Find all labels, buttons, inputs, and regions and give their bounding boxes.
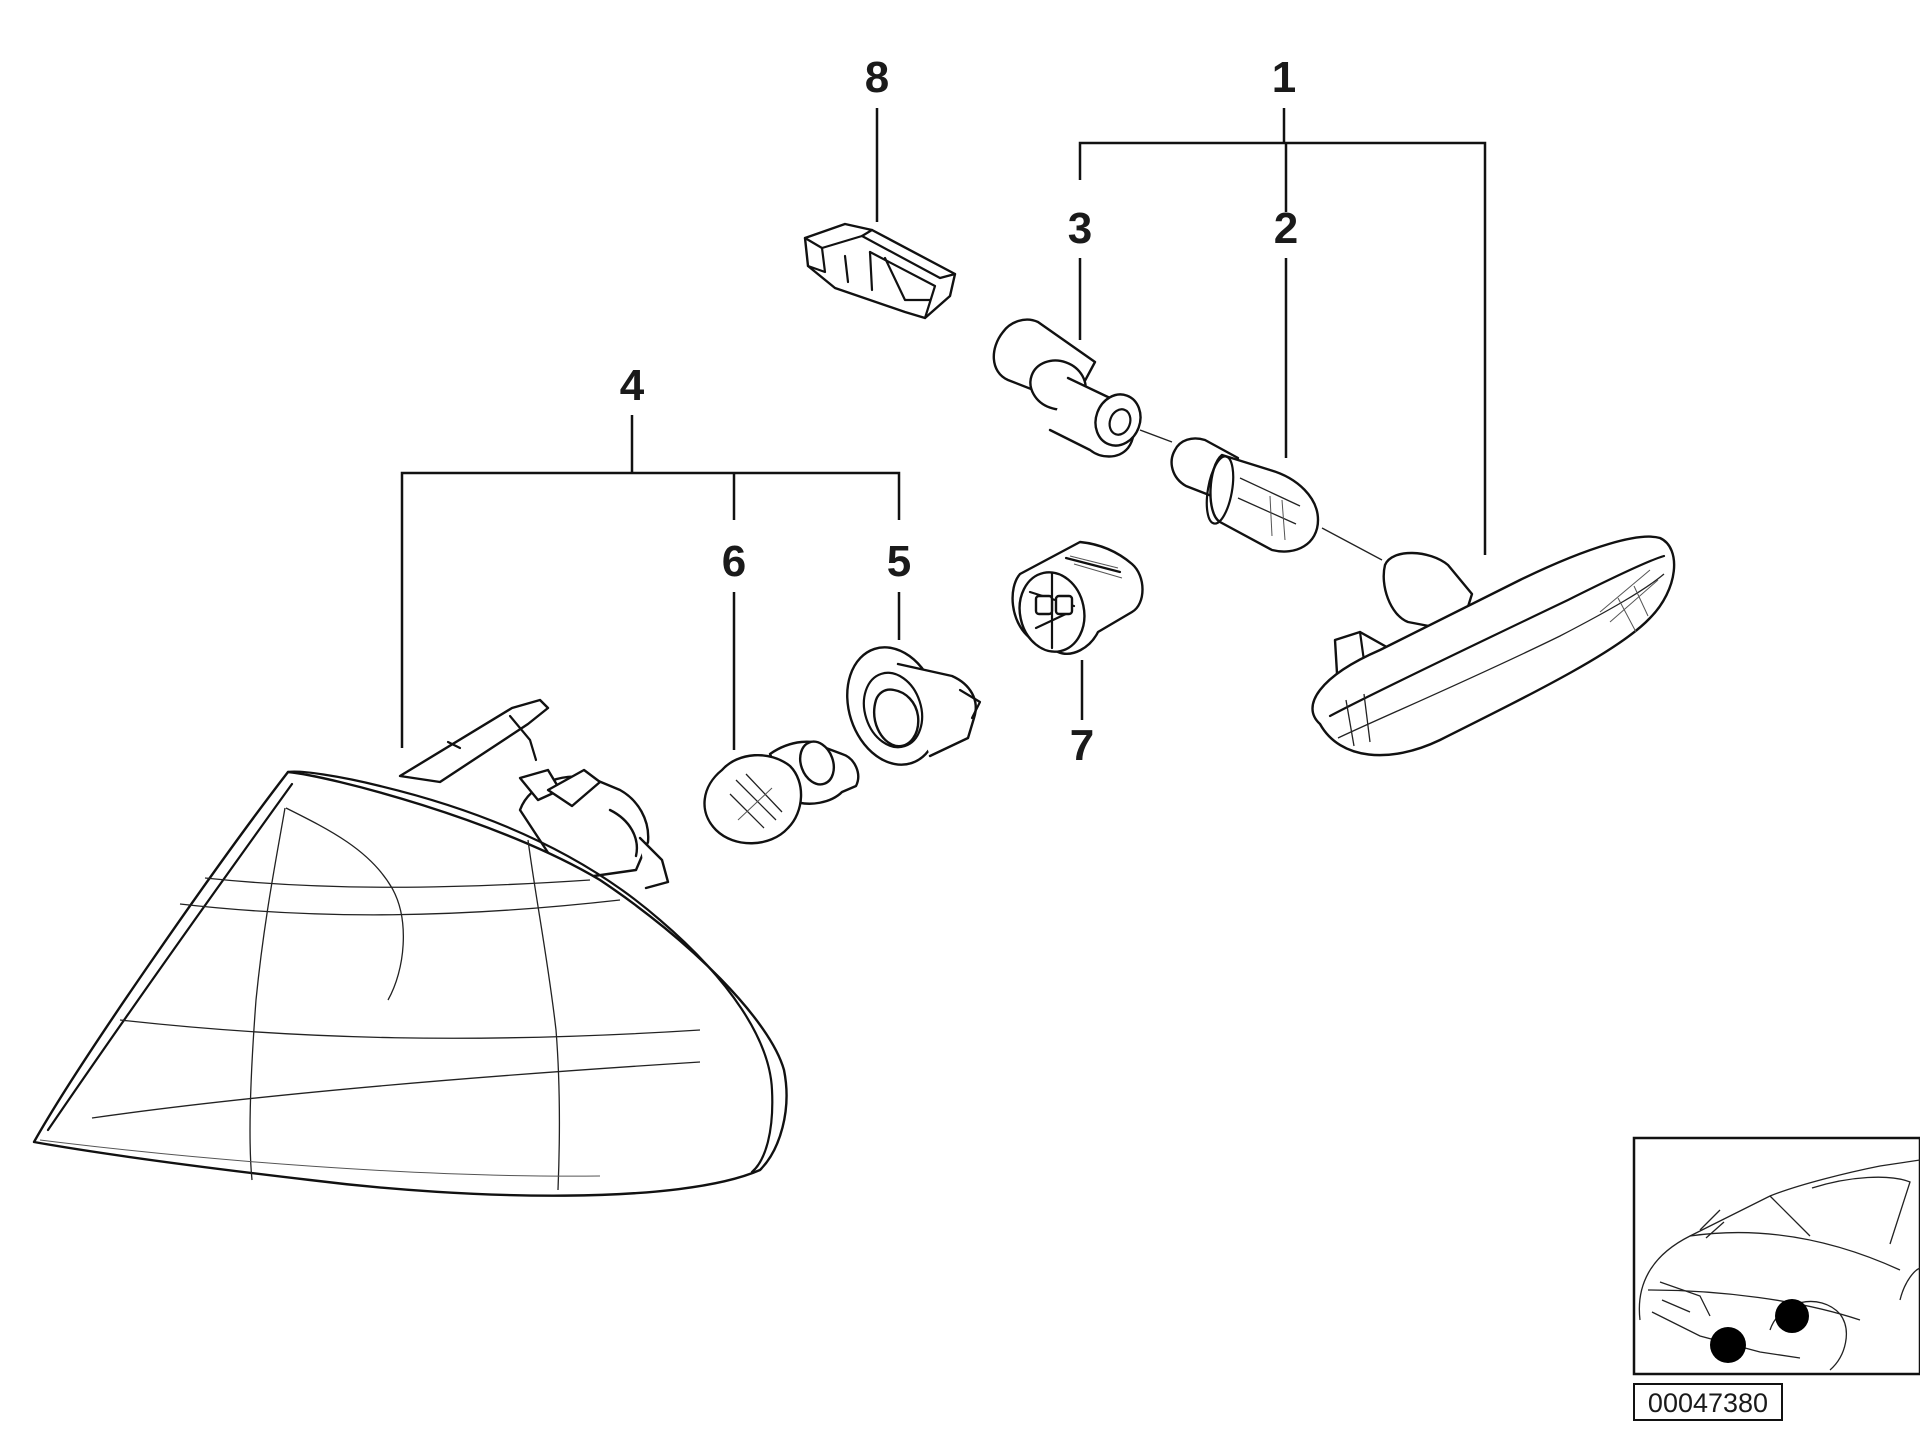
callout-7[interactable]: 7: [1070, 721, 1094, 770]
part-4-turn-signal-lamp[interactable]: [32, 698, 788, 1197]
callout-8[interactable]: 8: [865, 53, 889, 102]
part-6-bayonet-bulb[interactable]: [703, 737, 860, 845]
location-marker-side: [1775, 1299, 1809, 1333]
callout-3[interactable]: 3: [1068, 204, 1092, 253]
locator-thumbnail: [1632, 1136, 1920, 1376]
callout-6[interactable]: 6: [722, 537, 746, 586]
leader-lines: [400, 108, 1487, 750]
part-7-socket[interactable]: [1011, 540, 1144, 658]
part-2-wedge-bulb[interactable]: [1170, 437, 1320, 553]
part-5-bulb-holder[interactable]: [833, 635, 982, 776]
reference-code-box: 00047380: [1633, 1383, 1783, 1421]
callout-1[interactable]: 1: [1272, 53, 1296, 102]
part-8-connector[interactable]: [803, 222, 957, 320]
reference-code: 00047380: [1648, 1388, 1768, 1418]
callout-5[interactable]: 5: [887, 537, 911, 586]
part-1-side-repeater[interactable]: [1311, 535, 1676, 757]
part-3-bulb-socket[interactable]: [992, 318, 1148, 458]
location-marker-front: [1710, 1327, 1746, 1363]
callout-4[interactable]: 4: [620, 361, 645, 410]
callout-2[interactable]: 2: [1274, 204, 1298, 253]
